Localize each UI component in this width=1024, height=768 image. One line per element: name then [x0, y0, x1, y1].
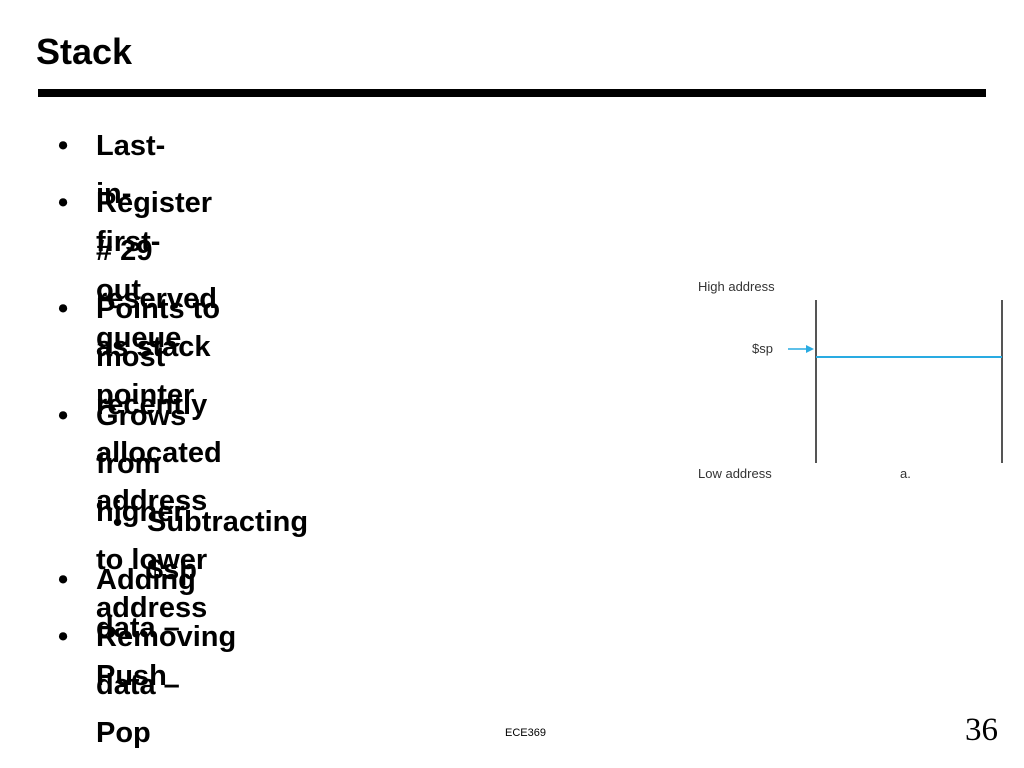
bullet-text: Points to most recently: [96, 293, 221, 421]
bullet-marker: •: [58, 621, 69, 653]
stack-diagram: High address $sp Low address a.: [698, 279, 1003, 481]
bullet-text-continued: pointer: [96, 379, 195, 411]
bullet-marker: •: [58, 400, 69, 432]
bullet-item: • Register # 29 reserved as stack pointe…: [58, 179, 217, 419]
sp-label: $sp: [752, 341, 773, 356]
bullet-item: • Points to most recently allocated addr…: [58, 285, 222, 525]
bullet-marker: •: [58, 564, 69, 596]
bullet-text: Register # 29 reserved as stack: [96, 187, 217, 363]
bullet-marker: •: [58, 293, 69, 325]
slide-title: Stack: [36, 31, 133, 72]
bullet-text: Subtracting $sp: [147, 506, 309, 586]
slide-number: 36: [965, 712, 998, 748]
bullet-item: • Grows from higher to lower address: [58, 392, 208, 632]
title-divider: [38, 89, 986, 97]
bullet-text-continued: allocated address: [96, 437, 222, 517]
diagram-part-label: a.: [900, 466, 911, 481]
bullet-marker: •: [58, 187, 69, 219]
bullet-text: Last-in-first-out queue: [96, 130, 182, 354]
bullet-text: Grows from higher to lower: [96, 400, 208, 576]
bullet-item: • Last-in-first-out queue: [58, 122, 182, 362]
bullet-text: Adding data – Push: [96, 564, 196, 692]
sub-bullet-item: • Subtracting $sp: [113, 498, 309, 594]
bullet-marker: •: [58, 130, 69, 162]
bullet-text-continued: address: [96, 592, 208, 624]
bullet-marker: •: [113, 507, 123, 537]
high-address-label: High address: [698, 279, 775, 294]
bullet-text: Removing data – Pop: [96, 621, 237, 749]
bullet-item: • Removing data – Pop: [58, 613, 237, 757]
pointer-arrow-icon: [788, 345, 814, 353]
bullet-item: • Adding data – Push: [58, 556, 196, 700]
footer-course-label: ECE369: [505, 727, 546, 739]
low-address-label: Low address: [698, 466, 772, 481]
